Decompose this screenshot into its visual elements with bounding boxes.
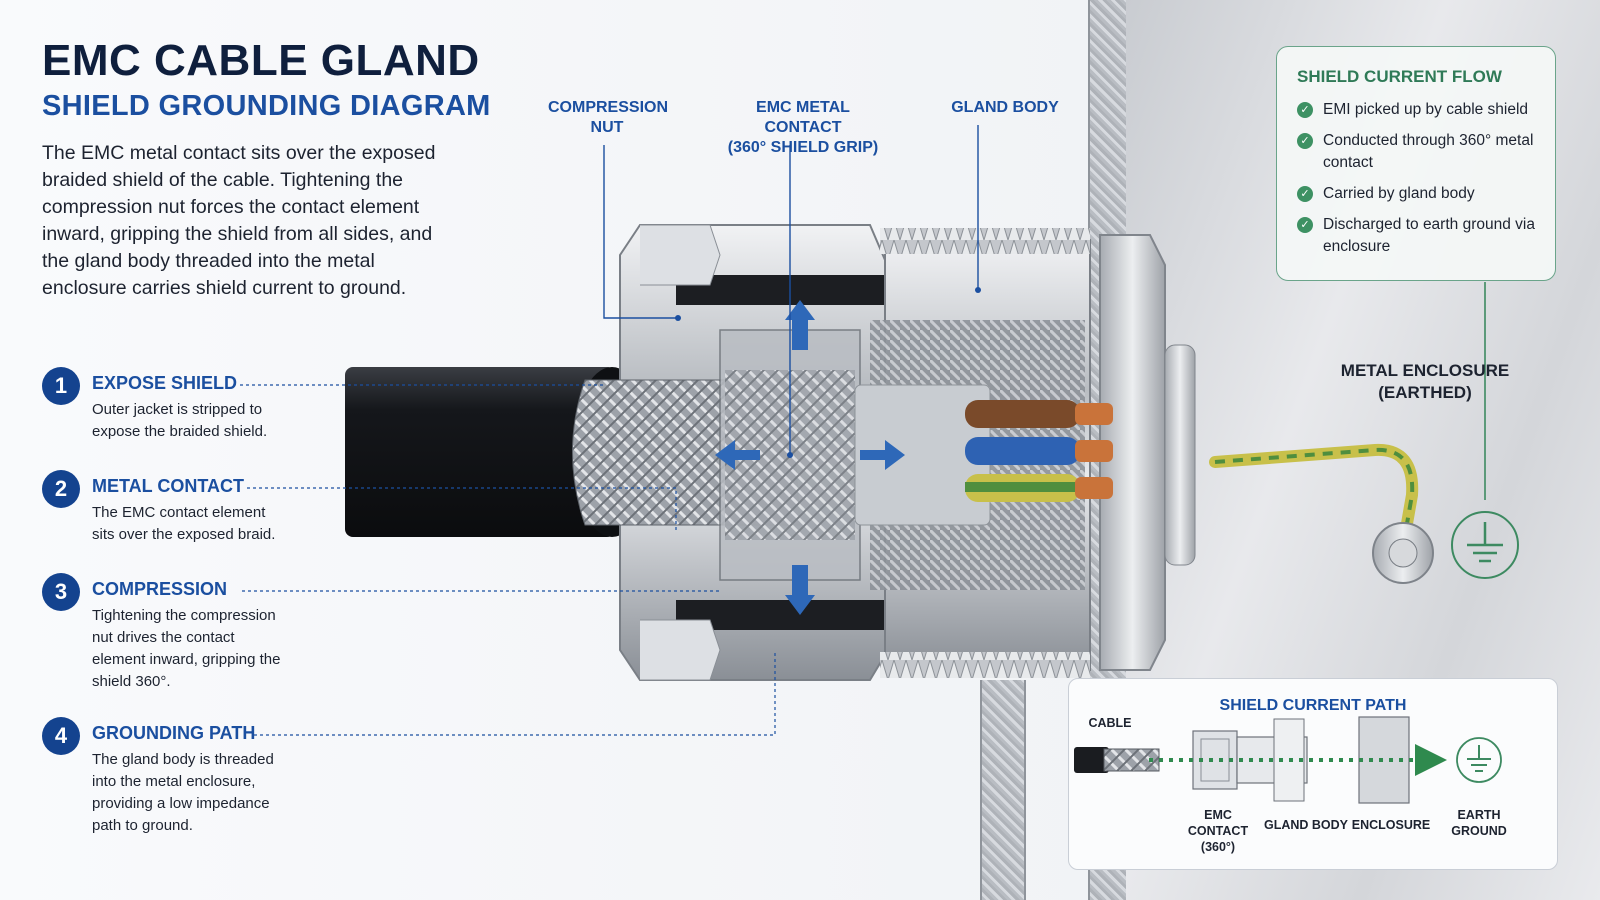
earth-ground-icon (1451, 511, 1519, 579)
enclosure-label: METAL ENCLOSURE (EARTHED) (1340, 361, 1510, 402)
step-number-badge: 4 (42, 717, 80, 755)
path-panel-title: SHIELD CURRENT PATH (1219, 697, 1407, 714)
conductor-blue (965, 437, 1080, 465)
locknut (1099, 234, 1166, 671)
callout-compression-nut: COMPRESSION NUT (548, 99, 669, 136)
step-body: Outer jacket is stripped to expose the b… (92, 401, 268, 440)
flow-item: ✓ Discharged to earth ground via enclosu… (1297, 214, 1535, 258)
step-body: Tightening the compression nut drives th… (92, 607, 281, 690)
callout-emc-metal-contact: EMC METAL CONTACT (360° SHIELD GRIP) (727, 99, 879, 156)
check-icon: ✓ (1297, 102, 1313, 118)
flow-panel-title: SHIELD CURRENT FLOW (1297, 67, 1502, 86)
callout-gland-body: GLAND BODY (951, 99, 1059, 116)
step-title: COMPRESSION (92, 579, 228, 599)
flow-item: ✓ Carried by gland body (1297, 183, 1535, 205)
intro-paragraph: The EMC metal contact sits over the expo… (42, 142, 436, 299)
check-icon: ✓ (1297, 133, 1313, 149)
flow-item: ✓ Conducted through 360° metal contact (1297, 130, 1535, 174)
step-title: METAL CONTACT (92, 476, 244, 496)
shield-current-flow-panel: SHIELD CURRENT FLOW ✓ EMI picked up by c… (1276, 46, 1556, 281)
check-icon: ✓ (1297, 186, 1313, 202)
step-body: The gland body is threaded into the meta… (92, 751, 274, 834)
current-path-diagram (1074, 716, 1502, 804)
leader-step-2 (247, 487, 677, 530)
path-label-cable: CABLE (1088, 716, 1132, 730)
path-label-contact: EMC CONTACT (360°) (1187, 808, 1249, 854)
mini-cable (1074, 747, 1109, 773)
ground-wire (1209, 443, 1419, 541)
conductor-brown (965, 400, 1080, 428)
path-label-earth-ground: EARTH GROUND (1451, 808, 1507, 838)
mini-earth-ground-icon (1456, 737, 1502, 783)
step-number-badge: 1 (42, 367, 80, 405)
check-icon: ✓ (1297, 217, 1313, 233)
step-number-badge: 2 (42, 470, 80, 508)
path-label-gland-body: GLAND BODY (1263, 818, 1349, 832)
enclosure-wall-lower (980, 680, 1026, 900)
step-title: GROUNDING PATH (92, 723, 256, 743)
step-body: The EMC contact element sits over the ex… (92, 504, 276, 543)
page-subtitle: SHIELD GROUNDING DIAGRAM (42, 90, 491, 122)
step-title: EXPOSE SHIELD (92, 373, 238, 393)
page-title: EMC CABLE GLAND (42, 36, 480, 85)
path-label-enclosure: ENCLOSURE (1351, 818, 1431, 832)
compression-arrows (715, 300, 905, 615)
step-number-badge: 3 (42, 573, 80, 611)
leader-compression-nut (603, 145, 678, 319)
flow-item: ✓ EMI picked up by cable shield (1297, 99, 1535, 121)
shield-current-path-panel: SHIELD CURRENT PATH CABLE EMC CONTACT (3… (1068, 678, 1558, 870)
cable-jacket (345, 367, 615, 537)
leader-step-4 (254, 650, 776, 736)
